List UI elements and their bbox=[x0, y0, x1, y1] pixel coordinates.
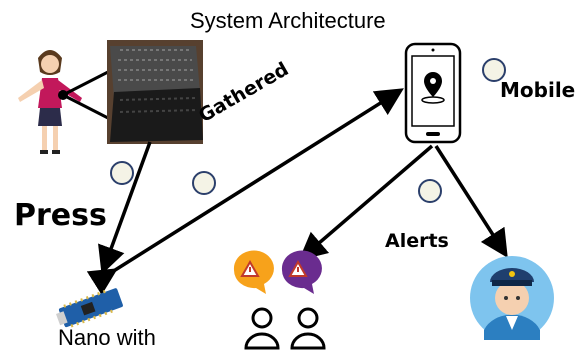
smart-fabric-sensor-icon bbox=[107, 40, 203, 144]
step-marker bbox=[482, 58, 506, 82]
diagram-title: System Architecture bbox=[190, 8, 386, 33]
contacts-alert-icon bbox=[233, 250, 326, 350]
flow-arrows bbox=[86, 88, 508, 296]
woman-figure-icon bbox=[18, 50, 82, 154]
press-label: Press bbox=[14, 198, 107, 233]
step-marker bbox=[110, 161, 134, 185]
smartphone-location-icon bbox=[404, 42, 462, 144]
mobile-label: Mobile bbox=[500, 78, 576, 102]
alerts-label: Alerts bbox=[385, 230, 449, 252]
police-officer-icon bbox=[470, 256, 554, 340]
step-marker bbox=[418, 179, 442, 203]
step-marker bbox=[192, 171, 216, 195]
nano-label: Nano with bbox=[58, 325, 156, 350]
woman-fabric-links bbox=[58, 70, 109, 120]
arduino-nano-board-icon bbox=[55, 288, 123, 328]
step-markers bbox=[110, 58, 506, 203]
